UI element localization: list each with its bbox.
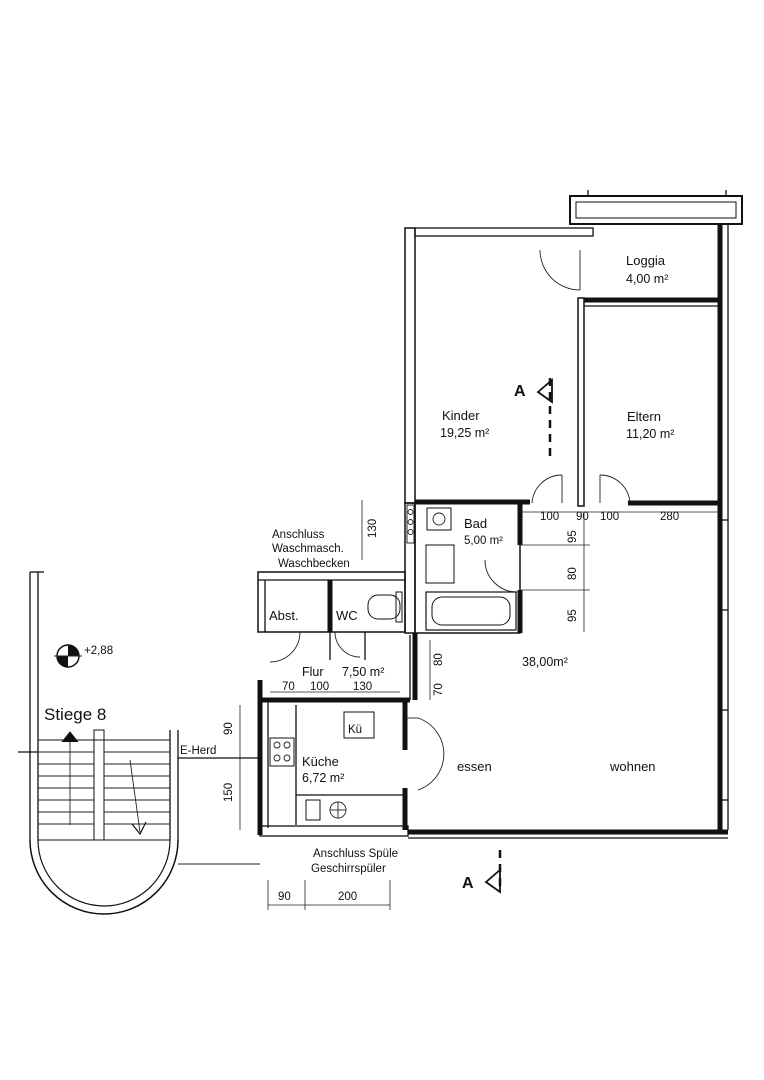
dim-90-bottom: 90 [278, 891, 291, 903]
section-marker-bottom: A [462, 875, 474, 892]
dim-100-a: 100 [540, 511, 559, 523]
annotation-anschluss-spuele-1: Anschluss Spüle [313, 848, 398, 860]
dim-100-b: 100 [600, 511, 619, 523]
dim-95-b: 95 [567, 609, 579, 622]
room-kue-short: Kü [348, 724, 362, 736]
dim-200-bottom: 200 [338, 891, 357, 903]
dim-90-small: 90 [576, 511, 589, 523]
room-essen-name: essen [457, 759, 492, 774]
room-kinder-area: 19,25 m² [440, 426, 489, 440]
annotation-anschluss-wasch-2: Waschmasch. [272, 543, 344, 555]
dim-70-h: 70 [282, 681, 295, 693]
stiege-label: Stiege 8 [44, 705, 106, 724]
dim-100-h: 100 [310, 681, 329, 693]
dim-130-h: 130 [353, 681, 372, 693]
fixtures [269, 504, 517, 825]
room-bad-area: 5,00 m² [464, 535, 503, 547]
room-wc-name: WC [336, 608, 358, 623]
dim-80-flur: 80 [433, 653, 445, 666]
room-kinder-name: Kinder [442, 408, 480, 423]
section-markers [484, 378, 553, 894]
level-label: +2,88 [84, 645, 113, 657]
dim-95-a: 95 [567, 530, 579, 543]
room-abst-name: Abst. [269, 608, 299, 623]
annotation-anschluss-wasch-3: Waschbecken [278, 558, 350, 570]
room-flur-area: 7,50 m² [342, 665, 384, 679]
room-loggia-area: 4,00 m² [626, 272, 668, 286]
annotation-anschluss-spuele-2: Geschirrspüler [311, 863, 386, 875]
dimension-lines [239, 500, 720, 910]
room-eltern-area: 11,20 m² [626, 427, 674, 441]
section-marker-top: A [514, 383, 526, 400]
annotation-anschluss-wasch-1: Anschluss [272, 529, 325, 541]
dim-280: 280 [660, 511, 679, 523]
room-kueche-area: 6,72 m² [302, 771, 344, 785]
dim-130-top: 130 [367, 519, 379, 538]
annotation-e-herd: E-Herd [180, 745, 216, 757]
dim-150-k: 150 [223, 783, 235, 802]
staircase [18, 571, 260, 915]
dim-70-flur: 70 [433, 683, 445, 696]
room-loggia-name: Loggia [626, 253, 666, 268]
room-wohnen-area: 38,00m² [522, 655, 568, 669]
dim-90-k: 90 [223, 722, 235, 735]
room-flur-name: Flur [302, 665, 324, 679]
room-eltern-name: Eltern [627, 409, 661, 424]
dim-80-a: 80 [567, 567, 579, 580]
room-wohnen-name: wohnen [609, 759, 656, 774]
room-bad-name: Bad [464, 516, 487, 531]
level-marker-icon [54, 644, 82, 668]
room-kueche-name: Küche [302, 754, 339, 769]
